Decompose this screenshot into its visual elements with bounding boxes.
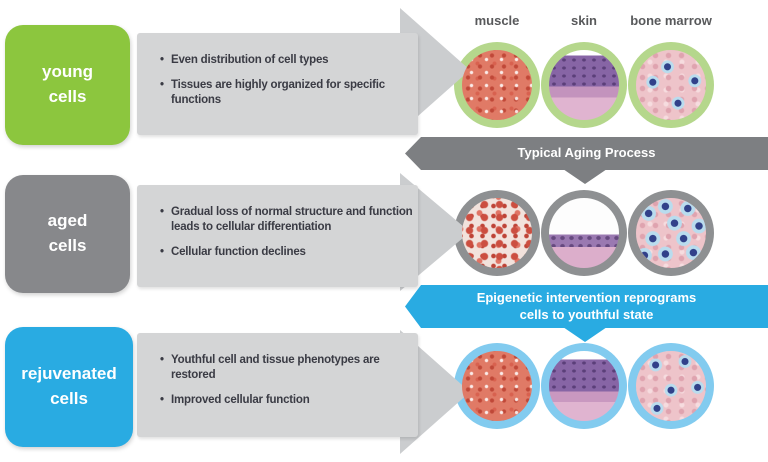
young-bullet-list: Even distribution of cell types Tissues … xyxy=(137,33,418,108)
column-label-bone-marrow: bone marrow xyxy=(630,13,712,28)
aged-description-panel: Gradual loss of normal structure and fun… xyxy=(137,185,418,287)
rejuvenated-skin-circle xyxy=(541,343,627,429)
aging-process-banner: Typical Aging Process xyxy=(405,137,768,170)
bullet-item: Youthful cell and tissue phenotypes are … xyxy=(159,353,414,383)
aged-skin-circle xyxy=(541,190,627,276)
muscle-tissue-image xyxy=(462,198,532,268)
bullet-item: Gradual loss of normal structure and fun… xyxy=(159,205,414,235)
intervention-banner-label: Epigenetic intervention reprograms cells… xyxy=(476,289,697,322)
muscle-tissue-image xyxy=(462,50,532,120)
bone-marrow-tissue-image xyxy=(636,351,706,421)
skin-tissue-image xyxy=(549,50,619,120)
bullet-item: Improved cellular function xyxy=(159,393,414,408)
bullet-item: Cellular function declines xyxy=(159,245,414,260)
young-muscle-circle xyxy=(454,42,540,128)
aging-process-banner-label: Typical Aging Process xyxy=(517,145,656,161)
bone-marrow-tissue-image xyxy=(636,198,706,268)
column-label-muscle: muscle xyxy=(474,13,520,28)
young-cells-box: young cells xyxy=(5,25,130,145)
aged-muscle-circle xyxy=(454,190,540,276)
young-bone-marrow-circle xyxy=(628,42,714,128)
rejuvenated-bullet-list: Youthful cell and tissue phenotypes are … xyxy=(137,333,418,408)
aged-bullet-list: Gradual loss of normal structure and fun… xyxy=(137,185,418,260)
rejuvenated-cells-label: rejuvenated cells xyxy=(21,364,117,408)
intervention-banner: Epigenetic intervention reprograms cells… xyxy=(405,285,768,328)
bullet-item: Even distribution of cell types xyxy=(159,53,414,68)
column-label-skin: skin xyxy=(570,13,597,28)
rejuvenated-muscle-circle xyxy=(454,343,540,429)
skin-tissue-image xyxy=(549,351,619,421)
rejuvenated-description-panel: Youthful cell and tissue phenotypes are … xyxy=(137,333,418,437)
young-skin-circle xyxy=(541,42,627,128)
aged-cells-box: aged cells xyxy=(5,175,130,293)
down-arrow-icon xyxy=(563,169,607,184)
bullet-item: Tissues are highly organized for specifi… xyxy=(159,78,414,108)
muscle-tissue-image xyxy=(462,351,532,421)
skin-tissue-image xyxy=(549,198,619,268)
rejuvenated-bone-marrow-circle xyxy=(628,343,714,429)
aged-bone-marrow-circle xyxy=(628,190,714,276)
aged-cells-label: aged cells xyxy=(47,211,88,255)
rejuvenated-cells-box: rejuvenated cells xyxy=(5,327,133,447)
young-cells-label: young cells xyxy=(42,62,93,106)
down-arrow-icon xyxy=(563,327,607,342)
young-description-panel: Even distribution of cell types Tissues … xyxy=(137,33,418,135)
bone-marrow-tissue-image xyxy=(636,50,706,120)
